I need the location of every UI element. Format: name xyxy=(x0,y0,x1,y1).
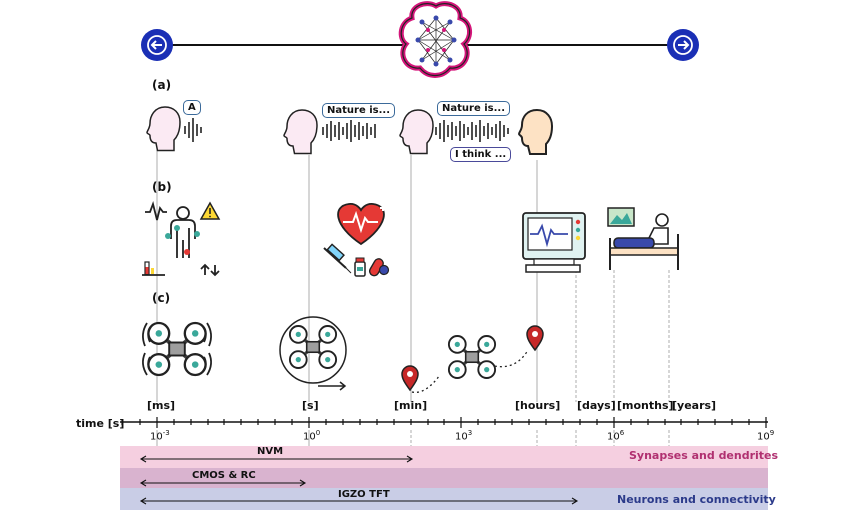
panel-label-a: (a) xyxy=(152,78,172,92)
range-arrows xyxy=(139,455,579,505)
neurons-band xyxy=(120,488,768,510)
back-arrow-icon[interactable] xyxy=(141,29,173,61)
waveform-3 xyxy=(435,120,509,142)
cmos-rc-label: CMOS & RC xyxy=(192,470,256,481)
ecg-pulse-icon xyxy=(145,200,167,221)
drone-flying-icon xyxy=(447,334,497,380)
pills-icon xyxy=(368,258,390,277)
timescale-s: [s] xyxy=(302,399,319,412)
speech-bubble-a: A xyxy=(183,100,201,115)
panel-label-b: (b) xyxy=(152,180,172,194)
hospital-bed-icon xyxy=(607,207,679,270)
timescale-hours: [hours] xyxy=(515,399,561,412)
head-icon-4 xyxy=(517,108,554,155)
neurons-band-label: Neurons and connectivity xyxy=(617,493,776,506)
axis-ticks xyxy=(121,417,767,428)
tick-label-2: 100 xyxy=(303,429,321,443)
syringe-icon xyxy=(323,243,352,274)
forward-arrow-icon[interactable] xyxy=(667,29,699,61)
tick-label-4: 106 xyxy=(607,429,625,443)
timescale-days: [days] xyxy=(577,399,616,412)
tick-label-3: 103 xyxy=(455,429,473,443)
test-tube-icon xyxy=(142,261,165,276)
head-icon-3 xyxy=(399,109,434,155)
speech-bubble-think: I think ... xyxy=(450,147,512,162)
location-pin-start-icon xyxy=(401,365,419,391)
igzo-tft-label: IGZO TFT xyxy=(338,489,390,500)
timescale-months: [months] xyxy=(617,399,674,412)
synapses-band-label: Synapses and dendrites xyxy=(629,449,779,462)
panel-label-c: (c) xyxy=(152,291,171,305)
tick-label-1: 10-3 xyxy=(150,429,170,443)
patient-sensors-icon xyxy=(165,206,200,258)
tick-label-5: 109 xyxy=(757,429,775,443)
nvm-label: NVM xyxy=(257,446,284,457)
timescale-ms: [ms] xyxy=(147,399,176,412)
flight-path xyxy=(411,349,529,394)
heart-pulse-icon xyxy=(337,203,386,246)
up-down-arrows-icon xyxy=(200,263,220,277)
ecg-monitor-icon xyxy=(522,212,586,273)
waveform-2 xyxy=(322,120,376,142)
medicine-bottle-icon xyxy=(354,257,366,277)
location-pin-end-icon xyxy=(526,325,544,351)
head-icon-2 xyxy=(283,109,318,155)
drone-rotating-icon xyxy=(279,316,347,391)
brain-network-icon xyxy=(398,1,472,78)
waveform-1 xyxy=(184,118,202,142)
timescale-min: [min] xyxy=(394,399,428,412)
speech-bubble-nature-2: Nature is... xyxy=(437,101,510,116)
drone-vibrating-icon xyxy=(142,321,212,377)
synapses-band xyxy=(120,446,768,468)
timescale-years: [years] xyxy=(672,399,717,412)
head-icon-1 xyxy=(146,106,181,152)
warning-icon xyxy=(199,201,221,220)
axis-label: time [s] xyxy=(76,417,125,430)
speech-bubble-nature-1: Nature is... xyxy=(322,103,395,118)
